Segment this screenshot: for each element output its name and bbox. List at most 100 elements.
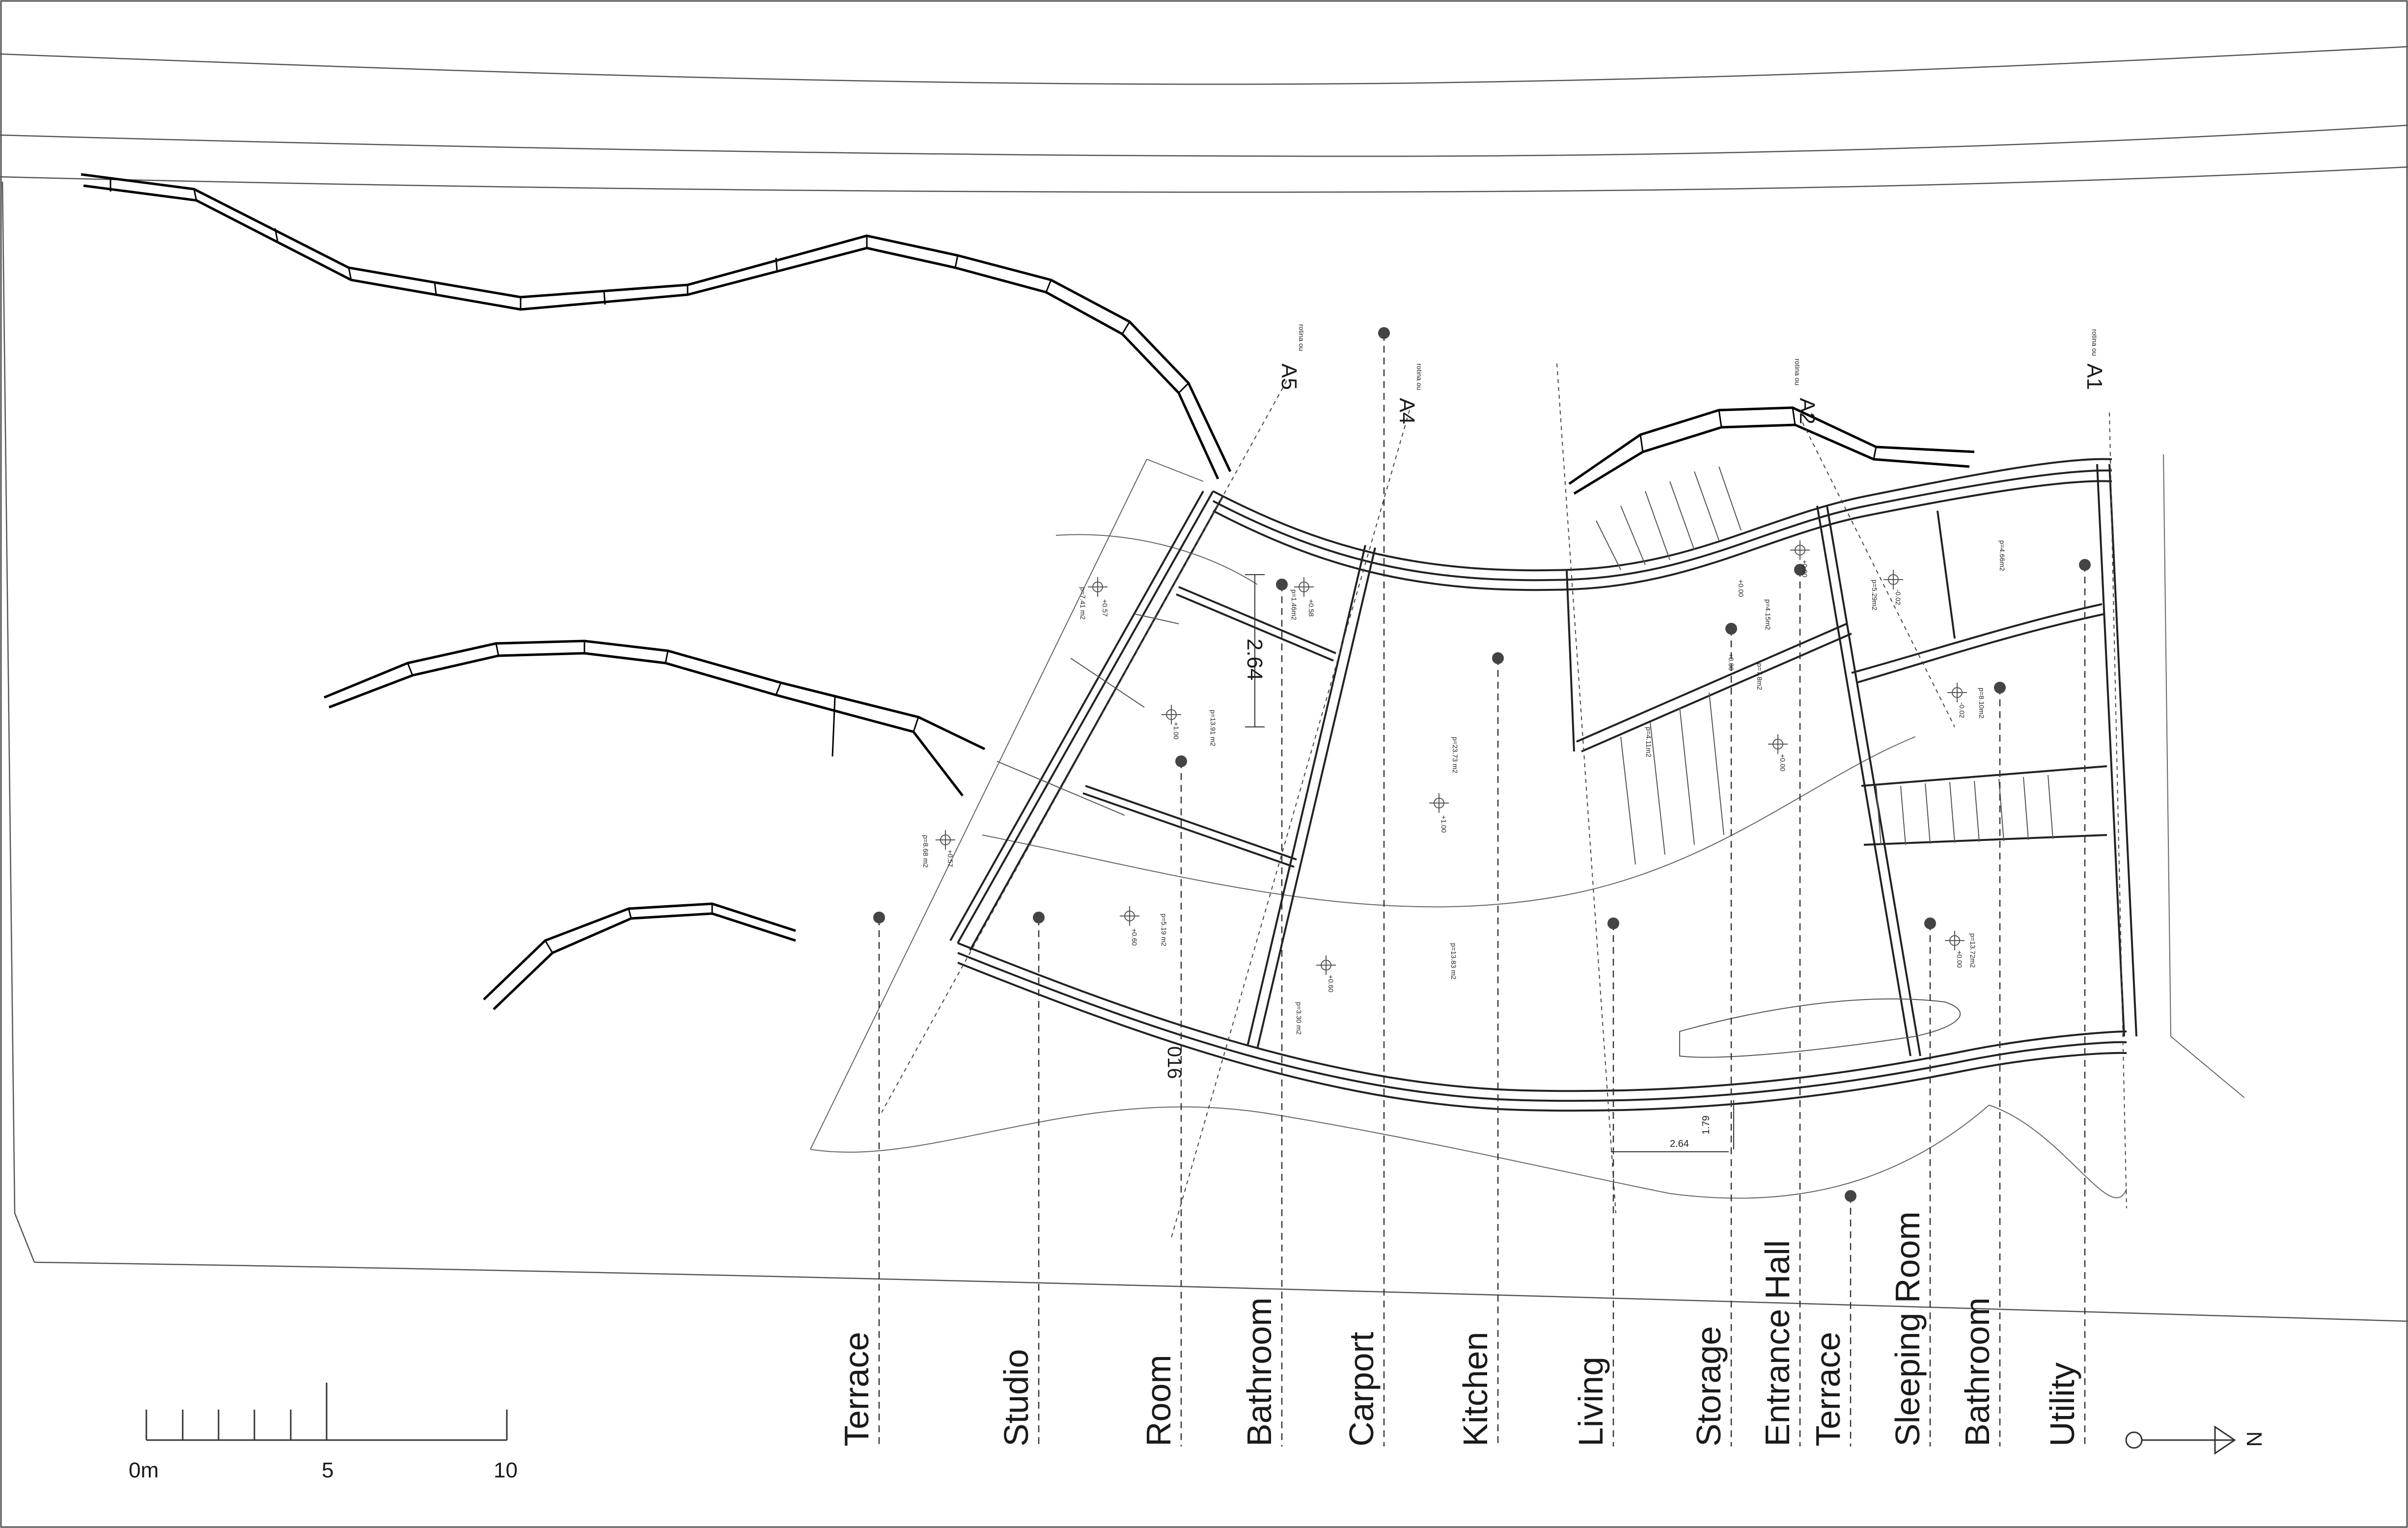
area-label: p=5.29m2 xyxy=(1871,580,1879,611)
area-label: p=5.19 m2 xyxy=(1160,914,1168,946)
level-label: +0.00 xyxy=(1727,653,1735,671)
room-marker xyxy=(1924,917,1936,929)
scale-bar xyxy=(145,1383,508,1441)
area-label: p=4.66m2 xyxy=(1998,540,2006,571)
level-labels: +0.57 +1.00 +0.58 +1.00 +0.57 +0.60 +0.6… xyxy=(946,560,1966,993)
area-label: p=7.8m2 xyxy=(1756,663,1764,690)
section-lines xyxy=(881,363,2127,1238)
level-label: +0.00 xyxy=(1779,754,1787,772)
scale-label-start: 0m xyxy=(129,1458,159,1482)
room-marker xyxy=(1725,623,1737,635)
area-label: p=1.46m2 xyxy=(1290,589,1298,620)
level-label: +1.00 xyxy=(1172,722,1180,740)
area-label: p=7.41 m2 xyxy=(1079,587,1087,620)
room-marker xyxy=(1845,1190,1856,1202)
room-label-carport: Carport xyxy=(1342,1332,1381,1446)
north-arrow xyxy=(2125,1425,2236,1455)
dimension-label: 2.64 xyxy=(1243,639,1267,681)
scale-label-mid: 5 xyxy=(322,1458,333,1482)
room-label-utility: Utility xyxy=(2043,1362,2081,1446)
living-counter xyxy=(1679,998,1961,1058)
room-marker xyxy=(1794,564,1806,576)
room-label-entrance-hall: Entrance Hall xyxy=(1758,1240,1797,1446)
room-marker xyxy=(1033,912,1045,923)
section-marker-a5: A5 xyxy=(1277,363,1301,390)
dimension-label: 1.79 xyxy=(1701,1115,1712,1135)
room-leaders xyxy=(878,334,2086,1446)
room-label-terrace-2: Terrace xyxy=(1809,1332,1847,1446)
level-label: +0.00 xyxy=(1801,560,1809,578)
room-marker xyxy=(1378,327,1390,339)
area-label: p=23.73 m2 xyxy=(1451,737,1459,774)
building-walls xyxy=(949,458,2137,1112)
room-marker xyxy=(2079,559,2091,571)
area-label: p=13.91 m2 xyxy=(1209,710,1217,747)
dimension-label: 016 xyxy=(1163,1046,1185,1079)
area-label: p=8.10m2 xyxy=(1978,688,1986,719)
section-note: rotina ou xyxy=(1415,363,1423,390)
level-label: +0.58 xyxy=(1307,599,1315,617)
level-label: +0.57 xyxy=(1101,599,1109,617)
room-label-terrace: Terrace xyxy=(837,1332,876,1446)
area-label: p=4.11m2 xyxy=(1645,727,1653,757)
area-labels: p=7.41 m2 p=13.91 m2 p=1.46m2 p=23.73 m2… xyxy=(922,540,2006,1035)
north-label: N xyxy=(2242,1431,2266,1447)
level-label: +0.00 xyxy=(1956,950,1964,968)
terrace-outline xyxy=(810,454,2245,1199)
retaining-wall-ticks xyxy=(110,179,1877,953)
section-note: rotina ou xyxy=(1794,359,1801,385)
room-labels: Terrace Studio Room Bathroom Carport Kit… xyxy=(837,1211,2081,1446)
room-label-studio: Studio xyxy=(997,1349,1035,1446)
section-marker-a4: A4 xyxy=(1395,398,1419,424)
section-line-a4 xyxy=(1171,410,1410,1238)
retaining-wall-entry xyxy=(1568,406,1975,485)
section-marker-a2: A2 xyxy=(1795,398,1819,424)
level-markers xyxy=(936,540,1967,975)
room-marker xyxy=(873,912,885,923)
stair-lines xyxy=(996,466,2053,865)
section-note: rotina ou xyxy=(1298,324,1305,351)
section-line-a1 xyxy=(2109,412,2127,1209)
section-line-a2 xyxy=(1802,422,1955,727)
section-note: rotina ou xyxy=(2091,329,2099,356)
scale-label-end: 10 xyxy=(494,1458,518,1482)
retaining-walls xyxy=(81,173,1975,1010)
section-line-a5 xyxy=(881,380,1287,1113)
level-label: -0.02 xyxy=(1894,589,1902,605)
level-label: +0.60 xyxy=(1327,975,1335,993)
room-label-room: Room xyxy=(1139,1355,1178,1446)
room-label-bathroom-2: Bathroom xyxy=(1958,1298,1996,1446)
wall-north-outer xyxy=(1213,458,2112,572)
room-marker xyxy=(1994,682,2006,694)
area-label: p=4.15m2 xyxy=(1764,599,1772,630)
room-marker xyxy=(1607,917,1619,929)
level-label: +0.57 xyxy=(946,850,954,867)
room-marker xyxy=(1276,579,1288,590)
area-label: p=13.72m2 xyxy=(1969,933,1977,968)
level-label: +1.00 xyxy=(1440,815,1448,833)
wall-south-outer xyxy=(957,942,2127,1092)
section-markers: A5 rotina ou A4 rotina ou A2 rotina ou A… xyxy=(1277,324,2106,424)
section-marker-a1: A1 xyxy=(2082,363,2106,390)
room-label-living: Living xyxy=(1572,1357,1610,1446)
dimension-lines xyxy=(1245,574,1734,1152)
level-label: +0.60 xyxy=(1131,928,1138,946)
level-label: -0.02 xyxy=(1958,702,1966,718)
level-label: +0.00 xyxy=(1737,580,1745,597)
room-label-storage: Storage xyxy=(1689,1326,1728,1446)
room-label-kitchen: Kitchen xyxy=(1456,1332,1495,1446)
area-label: p=8.68 m2 xyxy=(922,835,930,868)
room-marker xyxy=(1492,652,1504,664)
dimension-label: 2.64 xyxy=(1670,1139,1689,1149)
room-label-sleeping-room: Sleeping Room xyxy=(1888,1211,1927,1446)
room-markers xyxy=(873,327,2091,1202)
area-label: p=13.83 m2 xyxy=(1450,943,1458,980)
area-label: p=3.30 m2 xyxy=(1295,1002,1303,1035)
site-lines xyxy=(0,46,2408,1322)
room-marker xyxy=(1175,755,1187,767)
room-label-bathroom: Bathroom xyxy=(1240,1298,1278,1446)
retaining-wall-mid xyxy=(324,639,986,750)
